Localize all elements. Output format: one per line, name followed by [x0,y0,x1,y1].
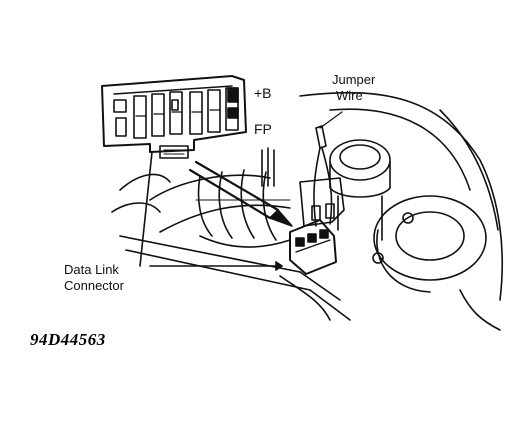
air-duct [111,169,291,248]
brake-booster [372,195,501,331]
engine-housing [299,91,504,301]
reservoir-cap [329,139,391,241]
fp-label: FP [254,121,272,137]
jumper-wire-label-line1: Jumper [332,72,376,87]
data-link-label-line1: Data Link [64,262,119,277]
pointer-arrows [139,151,293,271]
data-link-label-line2: Connector [64,278,124,293]
jumper-wire [311,111,343,227]
plus-b-label: +B [254,85,272,101]
connector-enlarged [101,75,247,159]
tubes [261,147,275,187]
jumper-wire-label-line2: Wire [336,88,363,103]
chassis-lines [119,235,351,321]
figure-code: 94D44563 [30,330,106,349]
